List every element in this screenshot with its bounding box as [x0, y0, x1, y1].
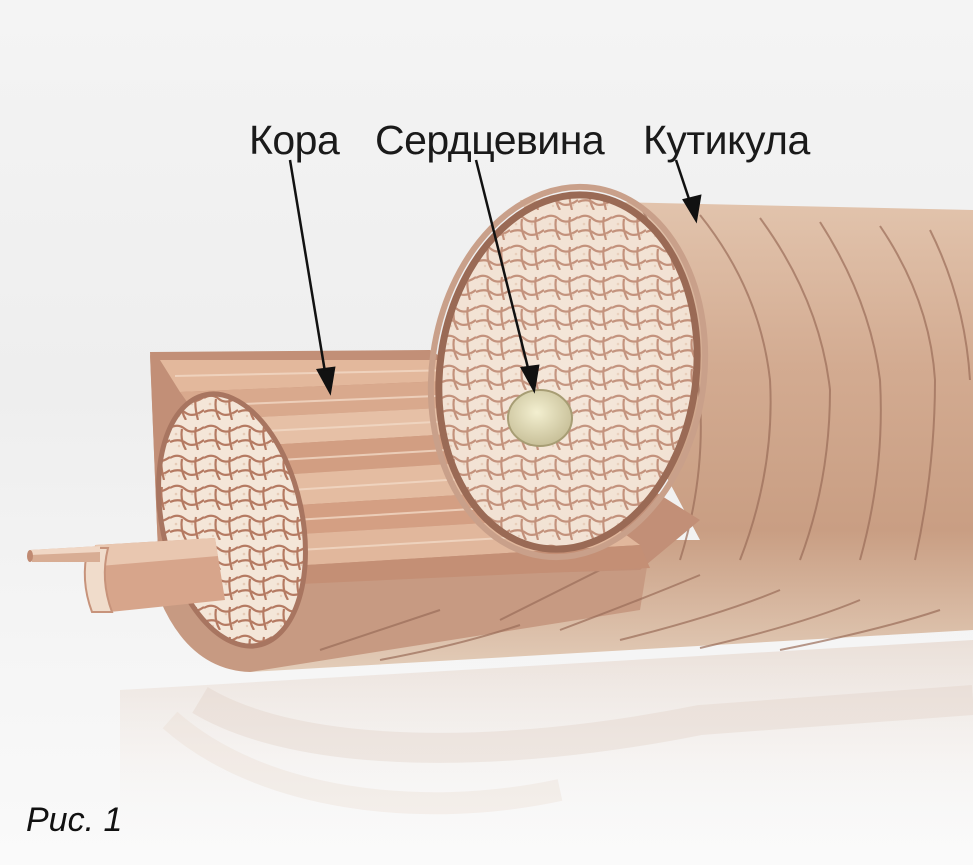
figure-caption: Рис. 1 [26, 803, 122, 837]
medulla-label: Сердцевина [375, 120, 604, 161]
cortex-label: Кора [249, 120, 339, 161]
cuticle-label: Кутикула [643, 120, 810, 161]
